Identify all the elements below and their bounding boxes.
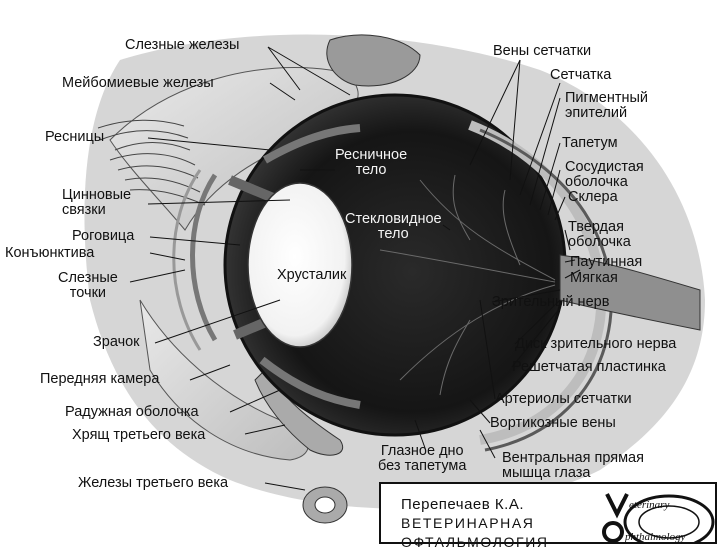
label-retinal-arterioles: Артериолы сетчатки	[495, 391, 632, 407]
ciliary-body-band	[263, 124, 361, 164]
label-lens: Хрусталик	[277, 267, 347, 283]
label-ventral-rectus: Вентральная прямая мышца глаза	[502, 450, 644, 481]
label-meibomian-glands: Мейбомиевые железы	[62, 75, 214, 91]
optic-nerve	[559, 254, 701, 331]
retinal-vessels	[379, 174, 556, 396]
label-lacrimal-glands: Слезные железы	[125, 37, 240, 53]
label-lamina-cribrosa: Решетчатая пластинка	[512, 359, 666, 375]
label-choroid: Сосудистая оболочка	[565, 159, 644, 190]
sclera-layers	[468, 120, 607, 445]
lacrimal-gland	[326, 34, 421, 87]
book-title-line2: ОФТАЛЬМОЛОГИЯ	[401, 534, 549, 550]
label-anterior-chamber: Передняя камера	[40, 371, 160, 387]
label-pigment-epithelium: Пигментный эпителий	[565, 90, 649, 121]
label-retina: Сетчатка	[550, 67, 612, 83]
label-vorticose-veins: Вортикозные вены	[490, 415, 616, 431]
label-pupil: Зрачок	[93, 334, 140, 350]
label-vitreous-body: Стекловидное тело	[345, 211, 442, 242]
label-sclera: Склера	[568, 189, 618, 205]
label-arachnoid: Паутинная	[570, 254, 643, 270]
book-reference-box: Перепечаев К.А. ВЕТЕРИНАРНАЯ ОФТАЛЬМОЛОГ…	[379, 482, 717, 550]
label-third-eyelid-cartilage: Хрящ третьего века	[72, 427, 206, 443]
cornea	[190, 173, 218, 342]
label-retinal-veins: Вены сетчатки	[493, 43, 592, 59]
label-ciliary-body: Ресничное тело	[335, 147, 408, 178]
label-pia-mater: Мягкая	[570, 270, 618, 286]
veterinary-ophthalmology-logo: eterinary phthalmology	[602, 493, 715, 544]
label-third-eyelid-glands: Железы третьего века	[78, 475, 229, 491]
label-dura-mater: Твердая оболочка	[568, 219, 631, 250]
label-fundus-no-tapetum: Глазное дно без тапетума	[378, 443, 467, 474]
label-eyelashes: Ресницы	[45, 129, 105, 145]
book-author: Перепечаев К.А.	[401, 496, 524, 513]
label-conjunctiva: Конъюнктива	[5, 245, 95, 261]
label-lacrimal-puncta: Слезные точки	[58, 270, 118, 301]
label-iris: Радужная оболочка	[65, 404, 199, 420]
label-zonular-ligaments: Цинновые связки	[62, 187, 132, 218]
logo-text-veterinary: eterinary	[629, 499, 669, 511]
label-optic-disc: Диск зрительного нерва	[515, 336, 677, 352]
leader-lines	[129, 46, 581, 491]
label-tapetum: Тапетум	[562, 135, 618, 151]
label-cornea: Роговица	[72, 228, 135, 244]
lens-shape	[247, 182, 353, 348]
label-optic-nerve: Зрительный нерв	[492, 294, 610, 310]
logo-text-ophthalmology: phthalmology	[624, 531, 686, 543]
book-title-line1: ВЕТЕРИНАРНАЯ	[401, 515, 535, 531]
